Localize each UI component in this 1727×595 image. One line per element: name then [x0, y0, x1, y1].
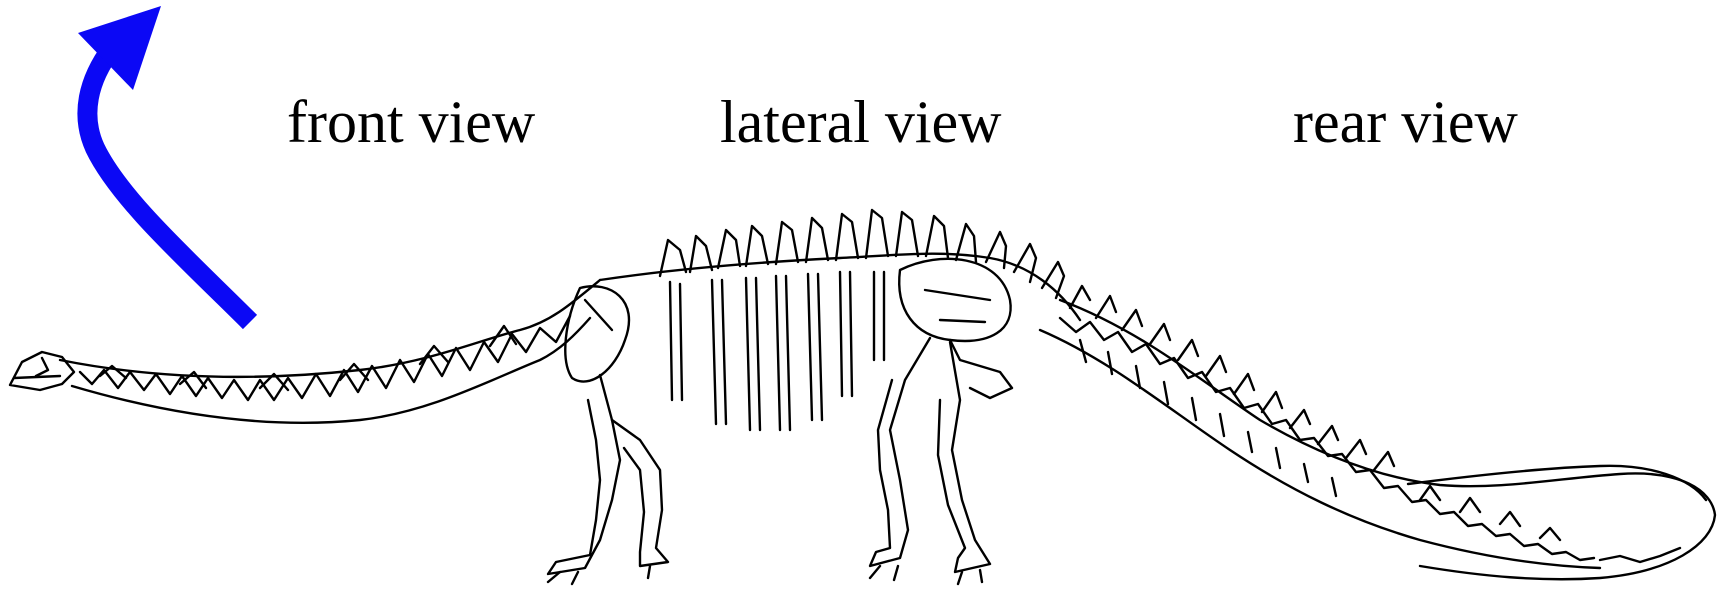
sauropod-skeleton-icon — [10, 210, 1715, 584]
curved-arrow-icon — [78, 6, 250, 322]
